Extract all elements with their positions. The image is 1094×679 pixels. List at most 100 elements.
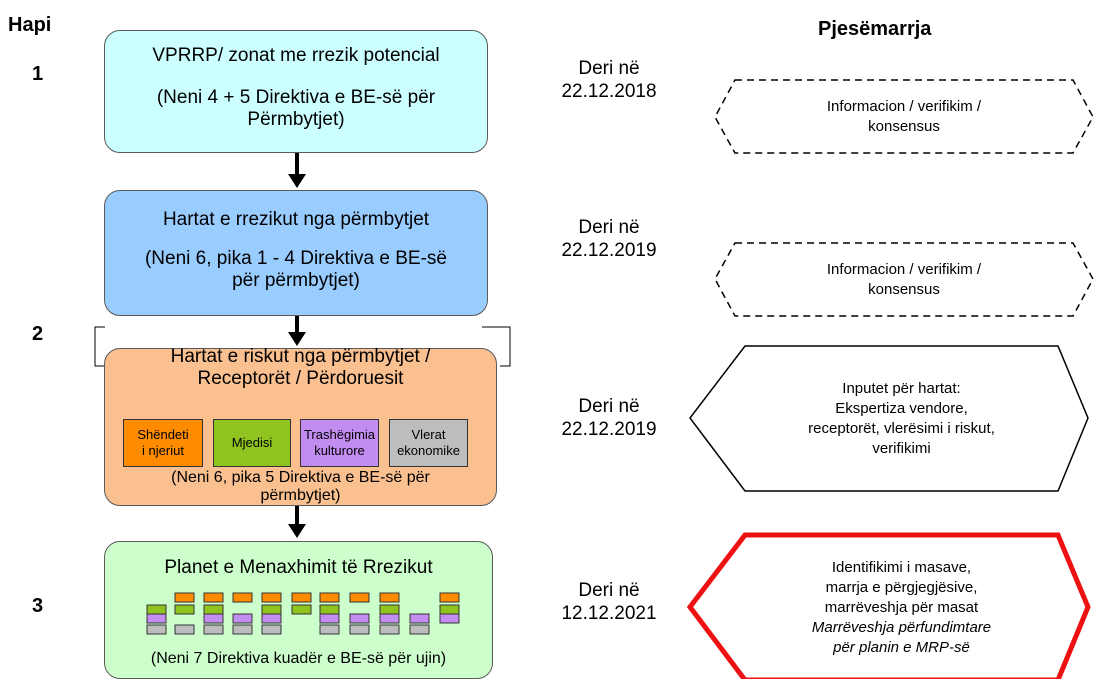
participation-1-line-2: konsensus — [868, 117, 940, 135]
measure-block — [379, 604, 400, 615]
category-economic-values-line-2: ekonomike — [397, 443, 460, 458]
step-number-3: 3 — [32, 595, 44, 617]
participation-label-2: Informacion / verifikim / konsensus — [735, 243, 1073, 316]
step-2-bracket-right — [482, 326, 511, 367]
step-column-header: Hapi — [8, 14, 52, 36]
measure-block — [349, 592, 370, 603]
risk-maps-ref-line-1: (Neni 6, pika 5 Direktiva e BE-së për — [171, 469, 430, 486]
step-2-box: Hartat e rrezikut nga përmbytjet (Neni 6… — [104, 190, 488, 316]
step-1-ref-line-2: Përmbytjet) — [247, 109, 345, 130]
participation-column-header: Pjesëmarrja — [818, 18, 932, 40]
participation-4-italic-2: për planin e MRP-së — [833, 638, 970, 656]
category-human-health-line-2: i njeriut — [142, 443, 184, 458]
category-environment-label: Mjedisi — [231, 435, 273, 450]
measure-block — [319, 624, 340, 635]
measure-block — [291, 604, 312, 615]
participation-2-line-2: konsensus — [868, 280, 940, 298]
participation-2-line-1: Informacion / verifikim / — [826, 260, 982, 278]
participation-4-line-1: Identifikimi i masave, — [831, 558, 972, 576]
measure-block — [174, 624, 195, 635]
measure-block — [261, 624, 282, 635]
step-3-title: Planet e Menaxhimit të Rrezikut — [164, 557, 433, 578]
deadline-3: Deri në 22.12.2019 — [539, 395, 679, 441]
participation-4-line-3: marrëveshja për masat — [824, 598, 979, 616]
category-environment: Mjedisi — [213, 419, 291, 467]
participation-3-line-2: Ekspertiza vendore, — [835, 399, 968, 417]
step-1-title: VPRRP/ zonat me rrezik potencial — [152, 45, 440, 66]
deadline-1-line-2: 22.12.2018 — [561, 81, 657, 102]
measure-block — [203, 592, 224, 603]
participation-label-1: Informacion / verifikim / konsensus — [735, 80, 1073, 153]
measure-block — [379, 613, 400, 624]
deadline-4-line-2: 12.12.2021 — [561, 603, 657, 624]
deadline-3-line-2: 22.12.2019 — [561, 419, 657, 440]
deadline-2: Deri në 22.12.2019 — [539, 216, 679, 262]
measure-block — [439, 604, 460, 615]
participation-hex-4 — [686, 532, 1091, 679]
deadline-2-line-2: 22.12.2019 — [561, 240, 657, 261]
participation-4-line-2: marrja e përgjegjësive, — [825, 578, 978, 596]
participation-hex-2 — [714, 242, 1094, 317]
deadline-1-line-1: Deri në — [578, 58, 640, 79]
measure-block — [203, 624, 224, 635]
risk-maps-ref-line-2: përmbytjet) — [260, 487, 341, 504]
step-number-1: 1 — [32, 63, 44, 85]
measure-block — [379, 624, 400, 635]
measure-block — [319, 604, 340, 615]
measure-block — [174, 604, 195, 615]
measure-block — [319, 613, 340, 624]
measure-block — [379, 592, 400, 603]
participation-3-line-3: receptorët, vlerësimi i riskut, — [808, 419, 995, 437]
step-number-2: 2 — [32, 323, 44, 345]
participation-hex-3 — [689, 345, 1089, 492]
measure-block — [291, 592, 312, 603]
measure-block — [409, 613, 430, 624]
measure-block — [232, 624, 253, 635]
deadline-4-line-1: Deri në — [578, 580, 640, 601]
measure-block — [349, 613, 370, 624]
measure-block — [439, 613, 460, 624]
measure-block — [409, 624, 430, 635]
arrow-2-3 — [288, 315, 306, 346]
participation-3-line-1: Inputet për hartat: — [842, 379, 961, 397]
category-cultural-heritage-line-1: Trashëgimia — [303, 427, 376, 442]
step-2-title: Hartat e rrezikut nga përmbytjet — [162, 209, 430, 230]
category-cultural-heritage-line-2: kulturore — [314, 443, 365, 458]
participation-label-3: Inputet për hartat: Ekspertiza vendore, … — [745, 346, 1058, 491]
step-3-ref: (Neni 7 Direktiva kuadër e BE-së për uji… — [150, 650, 447, 667]
measure-block — [261, 604, 282, 615]
category-economic-values-line-1: Vlerat — [411, 427, 446, 442]
measure-block — [232, 613, 253, 624]
measure-block — [349, 624, 370, 635]
measure-block — [319, 592, 340, 603]
measure-block — [146, 624, 167, 635]
step-1-ref-line-1: (Neni 4 + 5 Direktiva e BE-së për — [156, 87, 436, 108]
category-human-health-line-1: Shëndeti — [137, 427, 189, 442]
participation-label-4: Identifikimi i masave, marrja e përgjegj… — [745, 545, 1058, 670]
deadline-4: Deri në 12.12.2021 — [539, 579, 679, 625]
step-1-box: VPRRP/ zonat me rrezik potencial (Neni 4… — [104, 30, 488, 153]
arrow-1-2 — [288, 152, 306, 188]
measure-block — [203, 604, 224, 615]
measure-block — [146, 613, 167, 624]
measure-block — [439, 592, 460, 603]
participation-1-line-1: Informacion / verifikim / — [826, 97, 982, 115]
arrow-3-4 — [288, 505, 306, 538]
measure-block — [232, 592, 253, 603]
measure-block — [261, 592, 282, 603]
measure-block — [174, 592, 195, 603]
step-2-ref-line-1: (Neni 6, pika 1 - 4 Direktiva e BE-së — [144, 248, 447, 269]
deadline-1: Deri në 22.12.2018 — [539, 57, 679, 103]
participation-3-line-4: verifikimi — [872, 439, 931, 457]
step-2-bracket-left — [94, 326, 105, 367]
risk-maps-title-line-1: Hartat e riskut nga përmbytjet / — [170, 346, 431, 367]
deadline-3-line-1: Deri në — [578, 396, 640, 417]
participation-4-italic-1: Marrëveshja përfundimtare — [811, 618, 992, 636]
measure-block — [261, 613, 282, 624]
risk-maps-title-line-2: Receptorët / Përdoruesit — [197, 368, 404, 389]
